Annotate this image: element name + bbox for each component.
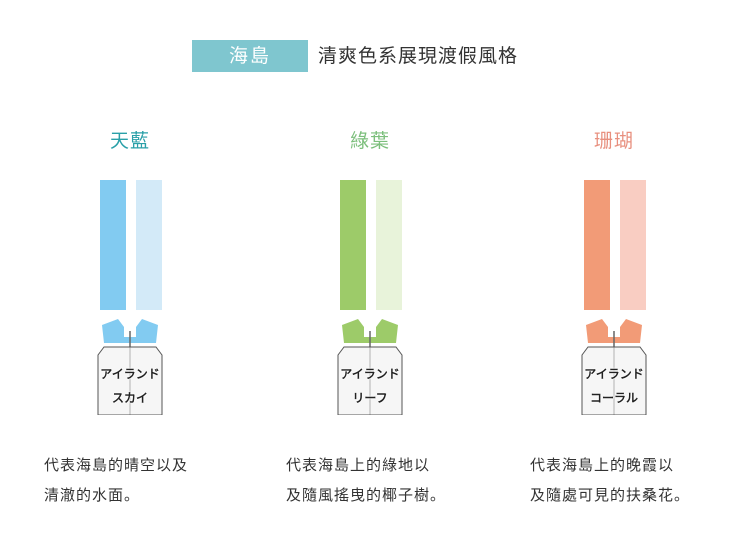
product-label-line1: アイランド	[584, 367, 644, 381]
category-badge: 海島	[192, 40, 308, 72]
color-swatch-dark	[100, 180, 126, 310]
description-line: 代表海島上的晚霞以	[530, 456, 675, 474]
product-illustration: アイランド コーラル	[574, 315, 654, 416]
description-line: 及隨風搖曳的椰子樹。	[286, 486, 447, 504]
color-title: 綠葉	[349, 130, 390, 152]
product-illustration: アイランド スカイ	[90, 315, 170, 416]
description: 代表海島的晴空以及清澈的水面。	[44, 450, 188, 510]
product-illustration: アイランド リーフ	[330, 315, 410, 416]
description-line: 代表海島上的綠地以	[286, 456, 431, 474]
product-label-line1: アイランド	[340, 367, 400, 381]
description: 代表海島上的綠地以及隨風搖曳的椰子樹。	[286, 450, 446, 510]
product-cap-icon	[337, 319, 403, 416]
product-label-line2: コーラル	[589, 391, 638, 405]
color-swatch-light	[136, 180, 162, 310]
color-swatch-light	[620, 180, 646, 310]
description-line: 代表海島的晴空以及	[44, 456, 189, 474]
product-cap-icon	[581, 319, 647, 416]
product-label-line2: リーフ	[352, 391, 388, 405]
color-title: 珊瑚	[593, 130, 634, 152]
product-label-line1: アイランド	[100, 367, 160, 381]
headline: 清爽色系展現渡假風格	[318, 45, 519, 67]
color-swatch-dark	[340, 180, 366, 310]
description-line: 及隨處可見的扶桑花。	[530, 486, 691, 504]
description: 代表海島上的晚霞以及隨處可見的扶桑花。	[530, 450, 690, 510]
color-title: 天藍	[109, 130, 150, 152]
color-swatch-dark	[584, 180, 610, 310]
product-label-line2: スカイ	[111, 391, 148, 405]
color-swatch-light	[376, 180, 402, 310]
description-line: 清澈的水面。	[44, 486, 141, 504]
